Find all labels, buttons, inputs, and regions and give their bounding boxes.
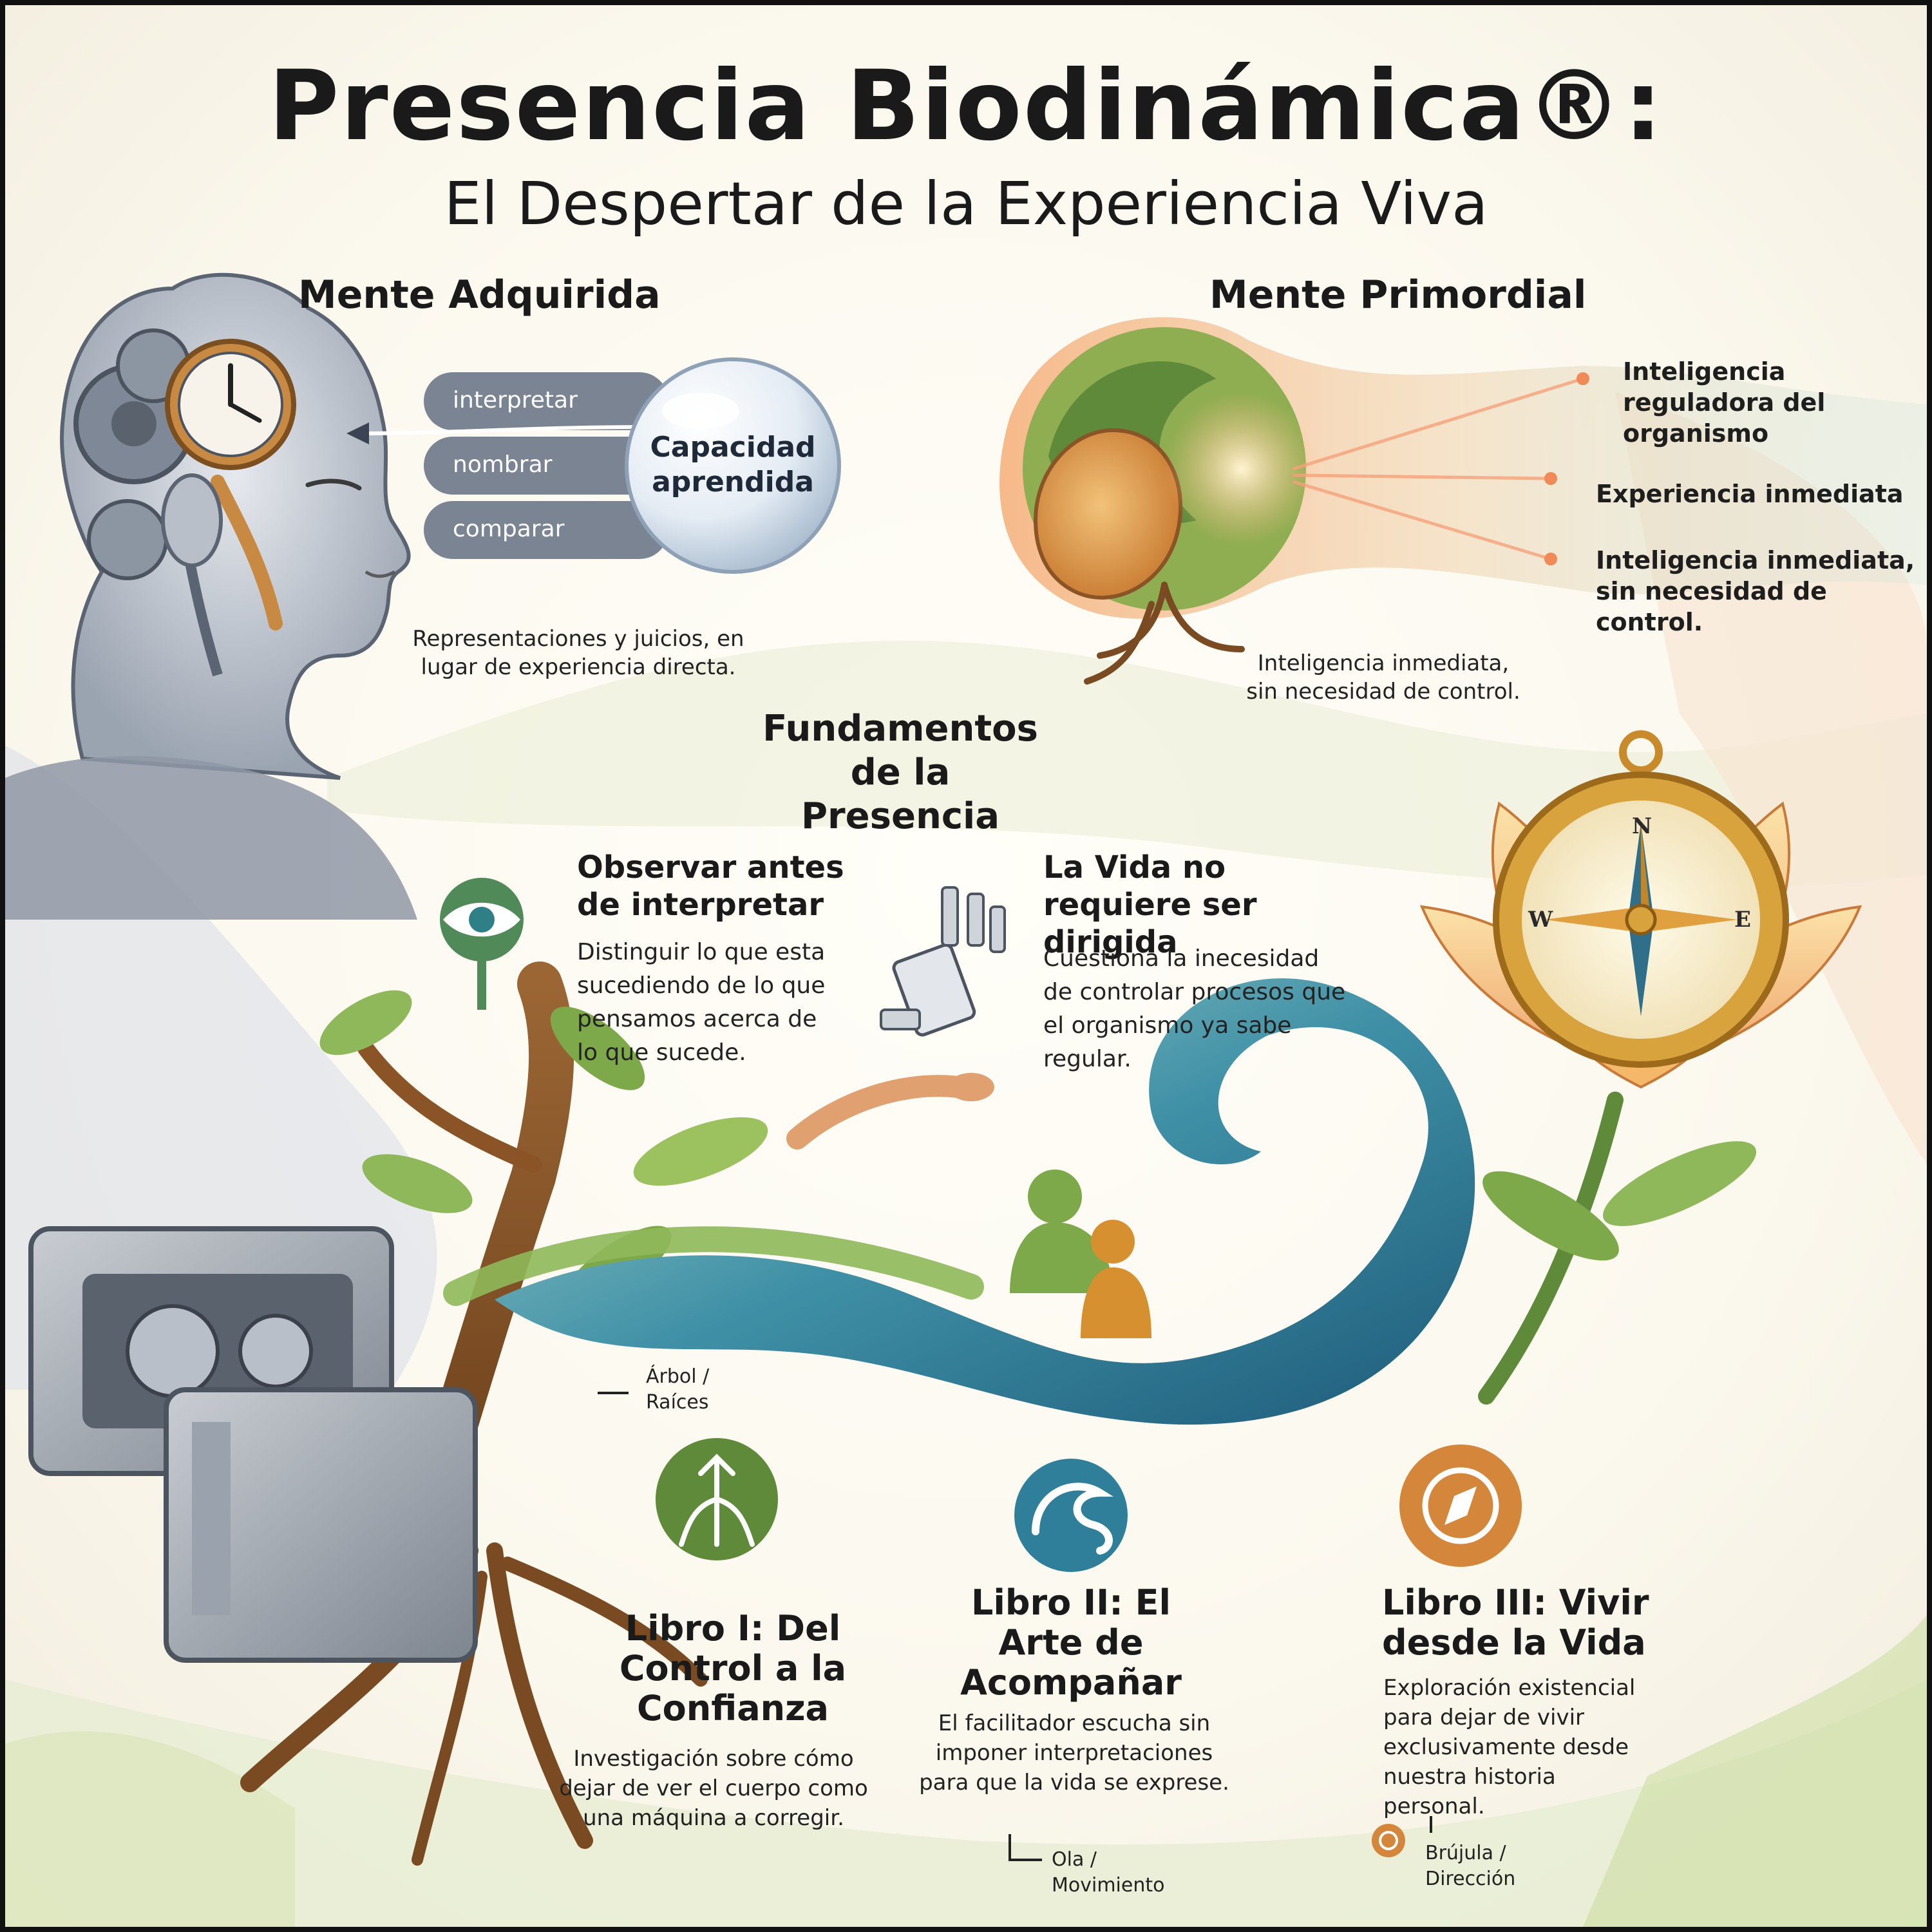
pill-comparar: comparar: [453, 516, 565, 542]
life-heading: La Vida no requiere ser dirigida: [1043, 849, 1257, 960]
foundations-heading: Fundamentos de la Presencia: [762, 708, 1038, 837]
book-3-text: Exploración existencial para dejar de vi…: [1383, 1675, 1636, 1819]
tree-tag: Árbol / Raíces: [646, 1365, 710, 1414]
observe-text: Distinguir lo que esta sucediendo de lo …: [577, 939, 826, 1066]
primordial-seed-illustration: [999, 317, 1927, 685]
wave-icon: [1014, 1459, 1128, 1572]
pill-nombrar: nombrar: [453, 451, 553, 478]
compass-east: E: [1734, 907, 1751, 933]
book-1-text: Investigación sobre cómo dejar de ver el…: [559, 1746, 868, 1831]
primordial-item-immediate-intelligence: Inteligencia inmediata, sin necesidad de…: [1596, 546, 1915, 636]
pill-interpretar: interpretar: [453, 387, 578, 413]
mechanical-head-illustration: [5, 272, 417, 920]
primordial-item-regulatory: Inteligencia reguladora del organismo: [1623, 357, 1826, 448]
compass-icon: [1399, 1444, 1522, 1567]
learned-capacity-label: Capacidad aprendida: [650, 431, 816, 498]
acquired-mind-diagram: [346, 357, 841, 574]
primordial-item-immediate-experience: Experiencia inmediata: [1596, 480, 1904, 508]
acquired-mind-heading: Mente Adquirida: [298, 272, 661, 317]
primordial-mind-heading: Mente Primordial: [1209, 272, 1587, 317]
page-title: Presencia Biodinámica®:: [268, 50, 1664, 162]
wave-tag: Ola / Movimiento: [1052, 1848, 1165, 1897]
machine-block-illustration: [28, 1226, 478, 1663]
compass-tag: Brújula / Dirección: [1425, 1842, 1516, 1890]
book-3-title: Libro III: Vivir desde la Vida: [1382, 1582, 1649, 1663]
compass-west: W: [1528, 907, 1553, 933]
primordial-mind-caption: Inteligencia inmediata, sin necesidad de…: [1246, 650, 1520, 705]
eye-icon: [440, 878, 524, 1010]
small-compass-icon: [1372, 1824, 1405, 1857]
page-subtitle: El Despertar de la Experiencia Viva: [444, 169, 1488, 238]
book-2-text: El facilitador escucha sin imponer inter…: [919, 1710, 1229, 1795]
roots-icon: [656, 1438, 778, 1560]
observe-heading: Observar antes de interpretar: [577, 849, 844, 923]
book-1-title: Libro I: Del Control a la Confianza: [619, 1608, 847, 1728]
book-2-title: Libro II: El Arte de Acompañar: [960, 1582, 1182, 1703]
wave-river-illustration: [443, 978, 1475, 1425]
robot-hand-icon: [880, 886, 1006, 1037]
acquired-mind-caption: Representaciones y juicios, en lugar de …: [412, 626, 744, 680]
wave-tag-connector: [1009, 1834, 1042, 1861]
compass-north: N: [1632, 813, 1653, 839]
illustration: [5, 272, 1927, 1927]
lotus-compass-illustration: [1419, 730, 1862, 1405]
life-text: Cuestiona la inecesidad de controlar pro…: [1043, 945, 1346, 1072]
